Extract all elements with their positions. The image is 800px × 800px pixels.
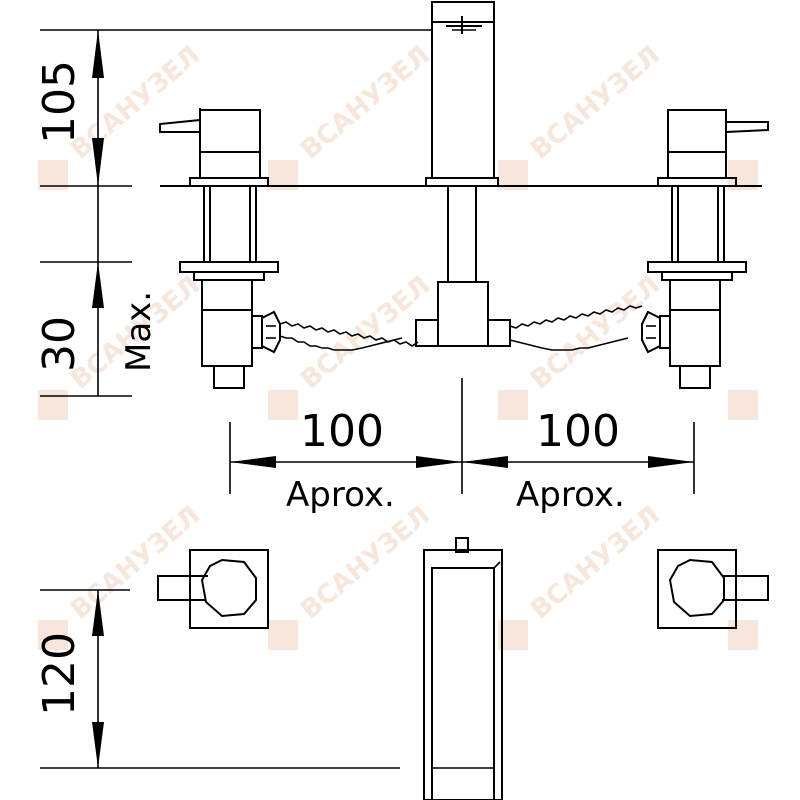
dimension-right-note: Aprox. xyxy=(516,475,625,515)
handle-right-top xyxy=(657,549,769,629)
watermark-text: ВСАНУЗЕЛ xyxy=(65,500,206,625)
valve-right-front xyxy=(641,109,769,389)
dimension-30-label: 30 xyxy=(34,316,85,372)
front-view: 105 30 Max. 100 100 Aprox. Aprox. xyxy=(34,1,769,515)
dimension-100-right-label: 100 xyxy=(536,406,620,457)
hose-left xyxy=(279,321,419,347)
dimension-120-label: 120 xyxy=(34,632,85,716)
dimension-vertical-front xyxy=(40,30,132,397)
hose-right xyxy=(509,305,643,329)
top-view: 120 xyxy=(34,537,769,800)
hose-right-lower xyxy=(509,337,629,351)
watermark-text: ВСАНУЗЕЛ xyxy=(65,40,206,165)
hose-left-lower xyxy=(279,335,403,351)
dimension-100-left-label: 100 xyxy=(300,406,384,457)
spout-top xyxy=(423,537,503,800)
watermark-text: ВСАНУЗЕЛ xyxy=(295,40,436,165)
dimension-left-note: Aprox. xyxy=(286,475,395,515)
watermark-text: ВСАНУЗЕЛ xyxy=(525,500,666,625)
dimension-105-label: 105 xyxy=(34,60,85,144)
watermark-text: ВСАНУЗЕЛ xyxy=(295,270,436,395)
watermark-text: ВСАНУЗЕЛ xyxy=(525,270,666,395)
spout-front xyxy=(415,1,511,347)
watermark-text: ВСАНУЗЕЛ xyxy=(295,500,436,625)
valve-left-front xyxy=(159,108,281,389)
watermark-logo xyxy=(38,160,758,650)
watermark-text: ВСАНУЗЕЛ xyxy=(525,40,666,165)
dimension-horizontal xyxy=(229,378,695,494)
dimension-30-note: Max. xyxy=(119,291,159,372)
dimension-vertical-top xyxy=(40,589,400,769)
handle-left-top xyxy=(157,549,269,629)
